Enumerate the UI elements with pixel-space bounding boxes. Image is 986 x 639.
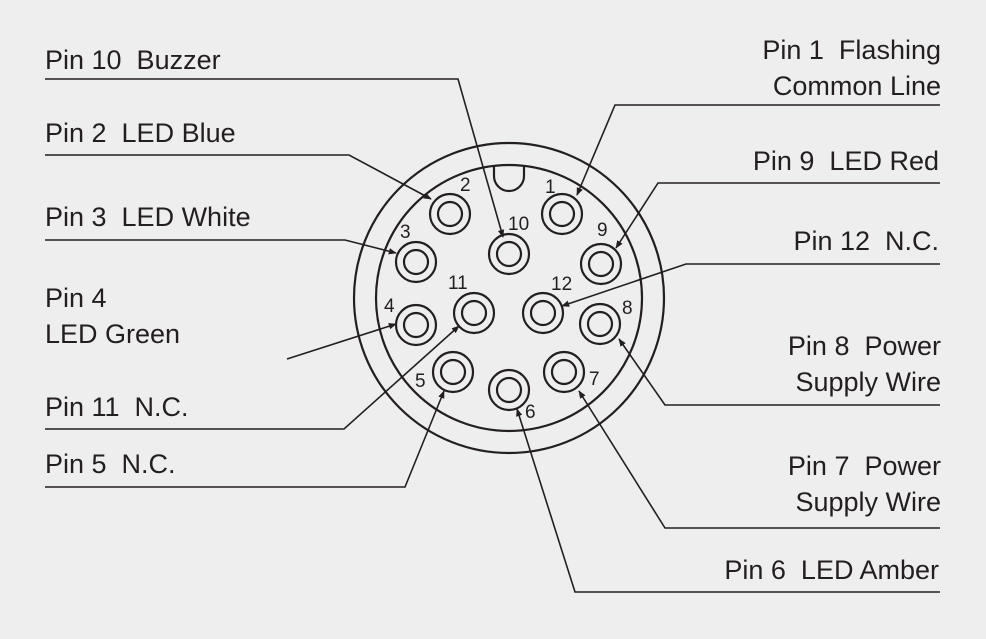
pin-socket-5	[431, 350, 475, 394]
label-pin5: Pin 5 N.C.	[45, 449, 176, 479]
label-pin9: Pin 9 LED Red	[752, 146, 939, 176]
label-pin1-line2: Common Line	[772, 71, 941, 101]
label-pin8-line1: Pin 8 Power	[787, 331, 941, 361]
leader-line-pin6	[516, 408, 940, 593]
pin-number-8: 8	[622, 298, 633, 319]
pin-number-6: 6	[525, 402, 536, 423]
pin-socket-12	[521, 291, 565, 335]
leader-line-pin12	[561, 263, 940, 307]
pin-socket-3	[394, 240, 438, 284]
label-pin12: Pin 12 N.C.	[793, 226, 939, 256]
label-pin8-line2: Supply Wire	[795, 367, 941, 397]
label-pin7-line2: Supply Wire	[795, 487, 941, 517]
pin-number-7: 7	[589, 369, 600, 390]
leader-line-pin2	[45, 154, 432, 200]
label-pin4-line1: Pin 4	[45, 283, 107, 313]
label-pin11: Pin 11 N.C.	[45, 392, 189, 422]
pin-number-2: 2	[460, 175, 471, 196]
pin-number-3: 3	[400, 222, 411, 243]
pin-number-9: 9	[597, 220, 608, 241]
leader-line-pin4	[286, 323, 397, 360]
leader-line-pin5	[45, 390, 445, 488]
connector-outer-ring	[352, 141, 666, 455]
pin-socket-4	[394, 303, 438, 347]
label-pin2: Pin 2 LED Blue	[45, 118, 236, 148]
label-pin7-line1: Pin 7 Power	[787, 451, 941, 481]
pin-socket-7	[542, 350, 586, 394]
label-pin10: Pin 10 Buzzer	[45, 45, 221, 75]
pin-socket-9	[579, 242, 623, 286]
leader-line-pin9	[615, 182, 940, 249]
leader-line-pin3	[45, 239, 397, 255]
pin-number-4: 4	[384, 296, 395, 317]
connector-inner-ring	[374, 163, 644, 433]
pin-socket-8	[578, 302, 622, 346]
pin-number-1: 1	[545, 177, 556, 198]
label-pin1-line1: Pin 1 Flashing	[762, 35, 941, 65]
pin-socket-11	[452, 291, 496, 335]
label-pin4-line2: LED Green	[45, 319, 181, 349]
leader-line-pin10	[45, 78, 505, 238]
leader-line-pin8	[618, 338, 940, 406]
leader-line-pin7	[578, 390, 940, 529]
pin-number-11: 11	[448, 273, 468, 294]
connector-key-notch	[492, 166, 526, 193]
pin-socket-2	[428, 192, 472, 236]
label-pin3: Pin 3 LED White	[45, 202, 251, 232]
pin-socket-1	[540, 192, 584, 236]
pin-socket-10	[487, 232, 531, 276]
pin-number-12: 12	[551, 274, 572, 295]
pin-number-10: 10	[508, 214, 529, 235]
label-pin6: Pin 6 LED Amber	[724, 555, 939, 585]
pin-number-5: 5	[415, 371, 426, 392]
leader-line-pin11	[45, 325, 460, 430]
pin-socket-6	[487, 368, 531, 412]
leader-line-pin1	[576, 104, 940, 196]
